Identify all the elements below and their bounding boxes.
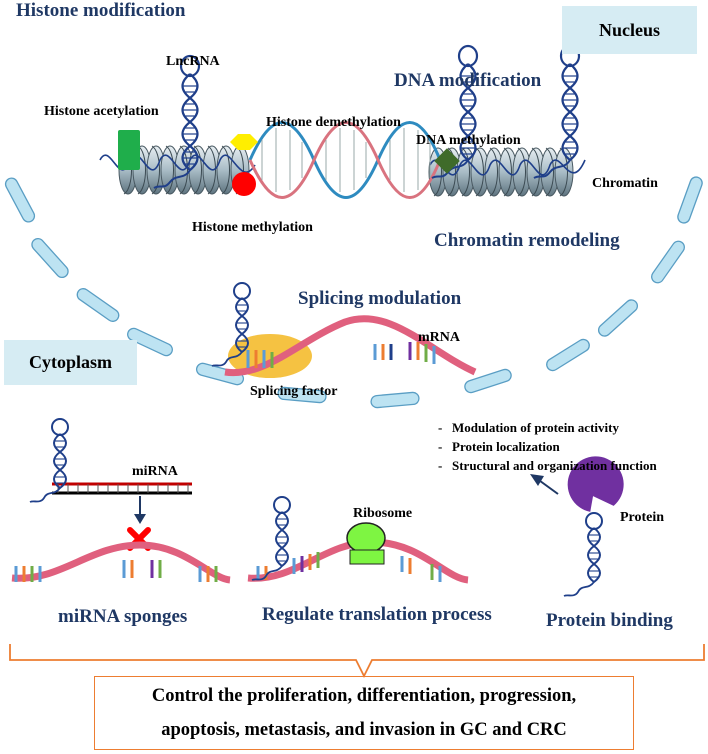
- mirna-sponges-heading: miRNA sponges: [58, 606, 188, 627]
- histone-demethylation-mark-icon: [230, 134, 258, 150]
- conclusion-line: apoptosis, metastasis, and invasion in G…: [161, 720, 567, 740]
- splicing-factor-label: Splicing factor: [250, 384, 338, 399]
- lncrna-label: LncRNA: [166, 54, 220, 69]
- dna-helix: [248, 121, 442, 199]
- protein-function-item: Protein localization: [438, 437, 657, 456]
- protein-function-item: Modulation of protein activity: [438, 418, 657, 437]
- histone-modification-heading: Histone modification: [16, 0, 186, 21]
- nucleus-label: Nucleus: [562, 6, 697, 54]
- mirna-label: miRNA: [132, 464, 178, 479]
- summary-bracket: [9, 644, 705, 679]
- chromatin-label: Chromatin: [592, 176, 658, 191]
- chromatin-right: [428, 147, 586, 197]
- mrna-label: mRNA: [418, 330, 460, 345]
- histone-acetylation-label: Histone acetylation: [44, 104, 159, 119]
- translation-diagram: [247, 522, 469, 584]
- mirna-sponge-diagram: [11, 482, 231, 584]
- lncrna-hairpin-icon: [29, 418, 69, 503]
- histone-acetylation-mark-icon: [118, 130, 140, 170]
- conclusion-line: Control the proliferation, differentiati…: [151, 686, 577, 706]
- protein-function-item: Structural and organization function: [438, 456, 657, 475]
- dna-methylation-label: DNA methylation: [416, 133, 521, 148]
- protein-binding-heading: Protein binding: [546, 610, 673, 631]
- ribosome-label: Ribosome: [353, 506, 413, 521]
- histone-methylation-mark-icon: [232, 172, 256, 196]
- dna-modification-heading: DNA modification: [394, 70, 542, 91]
- ribosome-icon: [346, 522, 386, 554]
- dna-methylation-mark-icon: [434, 148, 460, 174]
- histone-methylation-label: Histone methylation: [192, 220, 313, 235]
- lncrna-hairpin-icon: [563, 512, 603, 597]
- splicing-diagram: [224, 315, 477, 378]
- nuclear-membrane: [4, 176, 703, 409]
- cytoplasm-label: Cytoplasm: [4, 340, 137, 385]
- protein-function-list: Modulation of protein activity Protein l…: [438, 418, 657, 475]
- regulate-translation-heading: Regulate translation process: [262, 604, 492, 625]
- splicing-modulation-heading: Splicing modulation: [298, 288, 462, 309]
- histone-demethylation-label: Histone demethylation: [266, 115, 401, 130]
- chromatin-remodeling-heading: Chromatin remodeling: [434, 230, 620, 251]
- conclusion-box: Control the proliferation, differentiati…: [94, 676, 634, 750]
- protein-label: Protein: [620, 510, 665, 525]
